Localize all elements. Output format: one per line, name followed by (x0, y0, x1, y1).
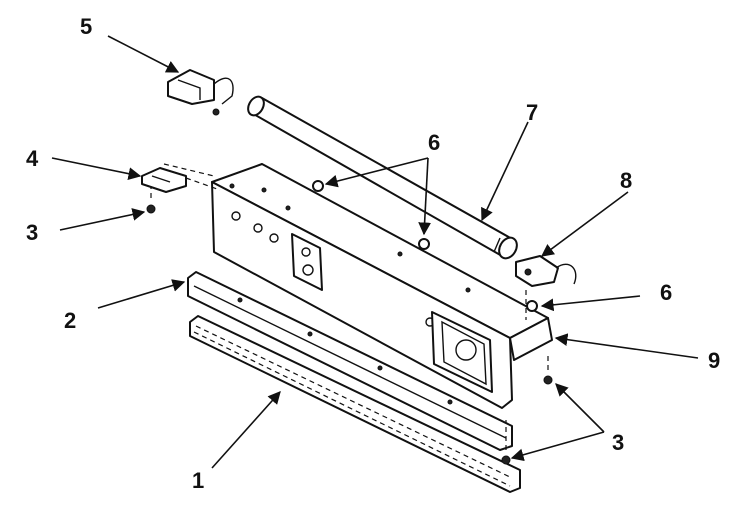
callout-7: 7 (526, 100, 538, 125)
callout-6-right: 6 (660, 280, 672, 305)
leader-arrows (51, 35, 699, 469)
switch-window (431, 311, 493, 393)
callout-4: 4 (26, 146, 39, 171)
part-3-screw-left (146, 186, 156, 214)
callout-5: 5 (80, 14, 92, 39)
bracket-plate (291, 233, 323, 291)
part-5-lamp-holder (167, 69, 234, 116)
callout-3-left: 3 (26, 220, 38, 245)
part-4-starter-bracket (141, 163, 221, 193)
part-9-control-panel (211, 163, 553, 409)
callout-9: 9 (708, 348, 720, 373)
part-6-spacers (312, 180, 538, 312)
part-2-channel-rail (187, 271, 513, 451)
callout-8: 8 (620, 168, 632, 193)
part-3-screws-lower (501, 354, 553, 465)
part-7-fluorescent-tube (247, 95, 518, 260)
part-8-lamp-socket (515, 255, 577, 320)
callout-1: 1 (192, 468, 204, 493)
callout-3-lower: 3 (612, 430, 624, 455)
part-1-trim-strip (189, 315, 521, 493)
callout-2: 2 (64, 308, 76, 333)
callout-6-top: 6 (428, 130, 440, 155)
